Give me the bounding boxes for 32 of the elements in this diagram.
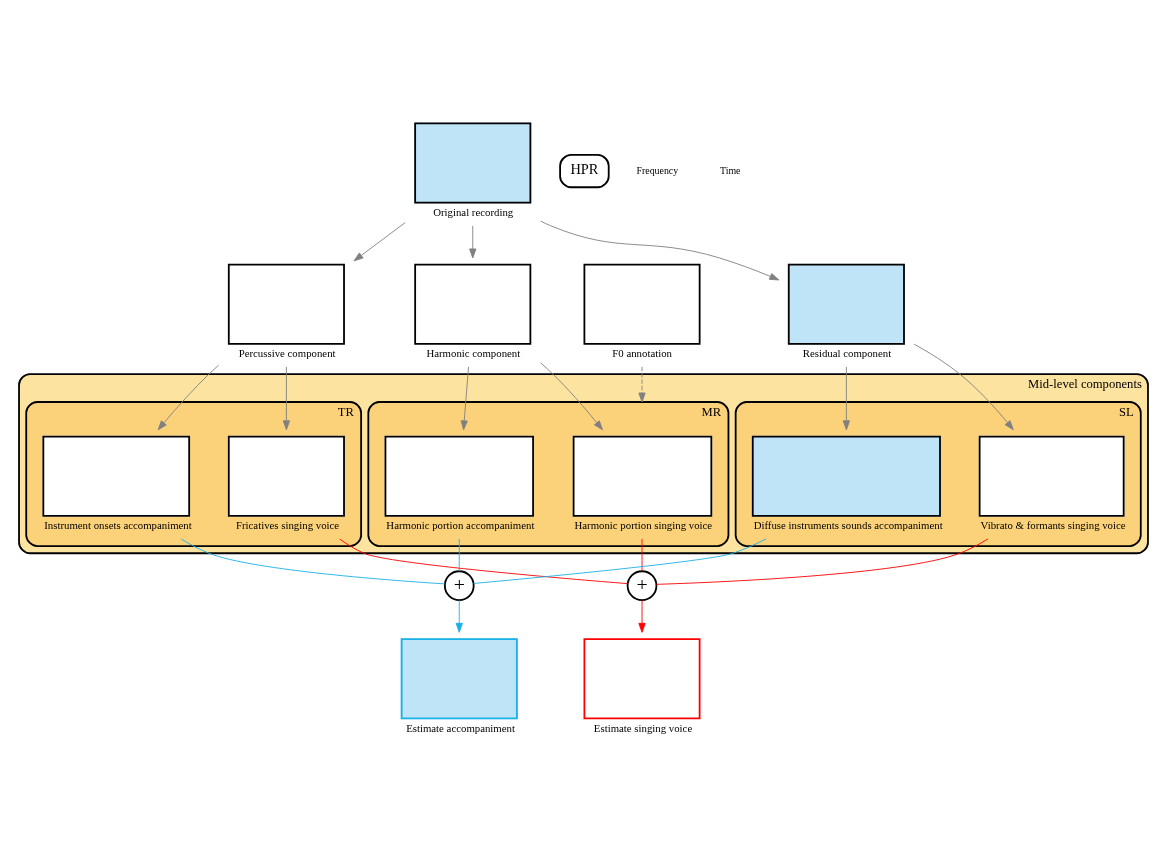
arrow: [460, 366, 469, 431]
node-label: Percussive component: [238, 347, 336, 360]
arrow: [282, 366, 290, 431]
arrow: [540, 362, 603, 431]
connector: [473, 538, 767, 584]
node-label: Estimate singing voice: [593, 721, 693, 734]
node-label: Instrument onsets accompaniment: [44, 519, 192, 532]
node-label: Original recording: [433, 205, 514, 218]
arrow: [353, 222, 406, 262]
connector: [339, 538, 628, 585]
arrow: [638, 366, 646, 403]
arrow: [469, 225, 477, 259]
node-label: Fricatives singing voice: [235, 519, 340, 532]
node-label: Harmonic portion accompaniment: [386, 519, 535, 532]
arrow: [540, 220, 780, 281]
node-label: Diffuse instruments sounds accompaniment: [753, 519, 943, 532]
node-label: Harmonic portion singing voice: [574, 519, 713, 532]
node-label: Estimate accompaniment: [406, 721, 515, 734]
label: Time: [719, 164, 741, 176]
node-circle: +: [626, 570, 658, 601]
label: Frequency: [636, 164, 679, 176]
connector: [458, 538, 460, 572]
arrow: [638, 599, 646, 633]
arrow: [913, 343, 1014, 431]
node-box: HPR: [559, 153, 610, 189]
node-label: Residual component: [802, 347, 892, 360]
node-circle: +: [443, 570, 475, 601]
node-label: F0 annotation: [612, 347, 672, 360]
arrow: [842, 366, 850, 431]
node-label: Vibrato & formants singing voice: [980, 519, 1126, 532]
node-label: Harmonic component: [426, 347, 521, 360]
arrow: [455, 599, 463, 633]
